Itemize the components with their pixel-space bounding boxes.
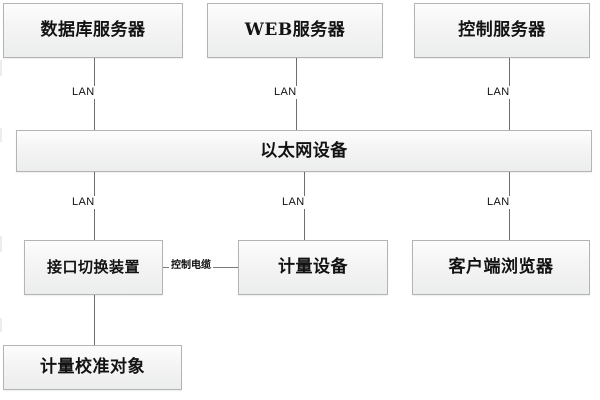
node-label-interface-switch-device: 接口切换装置 — [46, 258, 140, 276]
node-label-web-server: WEB服务器 — [244, 20, 346, 40]
edge-label-lan-switch: LAN — [70, 196, 97, 209]
edge-label-lan-metering: LAN — [280, 196, 307, 209]
node-interface-switch-device[interactable]: 接口切换装置 — [24, 240, 163, 295]
edge-label-lan-browser: LAN — [485, 196, 512, 209]
node-label-metering-device: 计量设备 — [278, 257, 348, 277]
edge-label-lan-control: LAN — [485, 86, 512, 99]
connector-switch-to-calibration-object — [94, 295, 95, 345]
node-web-server[interactable]: WEB服务器 — [207, 3, 383, 58]
node-label-ethernet-device: 以太网设备 — [260, 140, 348, 161]
node-metering-calibration-object[interactable]: 计量校准对象 — [3, 345, 182, 390]
scan-artifact-left-3 — [0, 236, 2, 252]
edge-label-lan-db: LAN — [70, 86, 97, 99]
node-ethernet-device[interactable]: 以太网设备 — [16, 130, 592, 172]
scan-artifact-left-4 — [0, 318, 2, 332]
scan-artifact-left-2 — [0, 128, 2, 142]
node-client-browser[interactable]: 客户端浏览器 — [412, 240, 590, 295]
edge-label-lan-web: LAN — [272, 86, 299, 99]
edge-label-control-cable: 控制电缆 — [169, 260, 213, 271]
node-label-control-server: 控制服务器 — [458, 20, 546, 40]
node-label-client-browser: 客户端浏览器 — [448, 257, 554, 277]
node-label-database-server: 数据库服务器 — [40, 20, 146, 40]
node-metering-device[interactable]: 计量设备 — [238, 240, 388, 295]
node-database-server[interactable]: 数据库服务器 — [3, 3, 183, 58]
node-label-metering-calibration-object: 计量校准对象 — [40, 357, 145, 377]
scan-artifact-left — [0, 60, 2, 76]
node-control-server[interactable]: 控制服务器 — [414, 3, 590, 58]
